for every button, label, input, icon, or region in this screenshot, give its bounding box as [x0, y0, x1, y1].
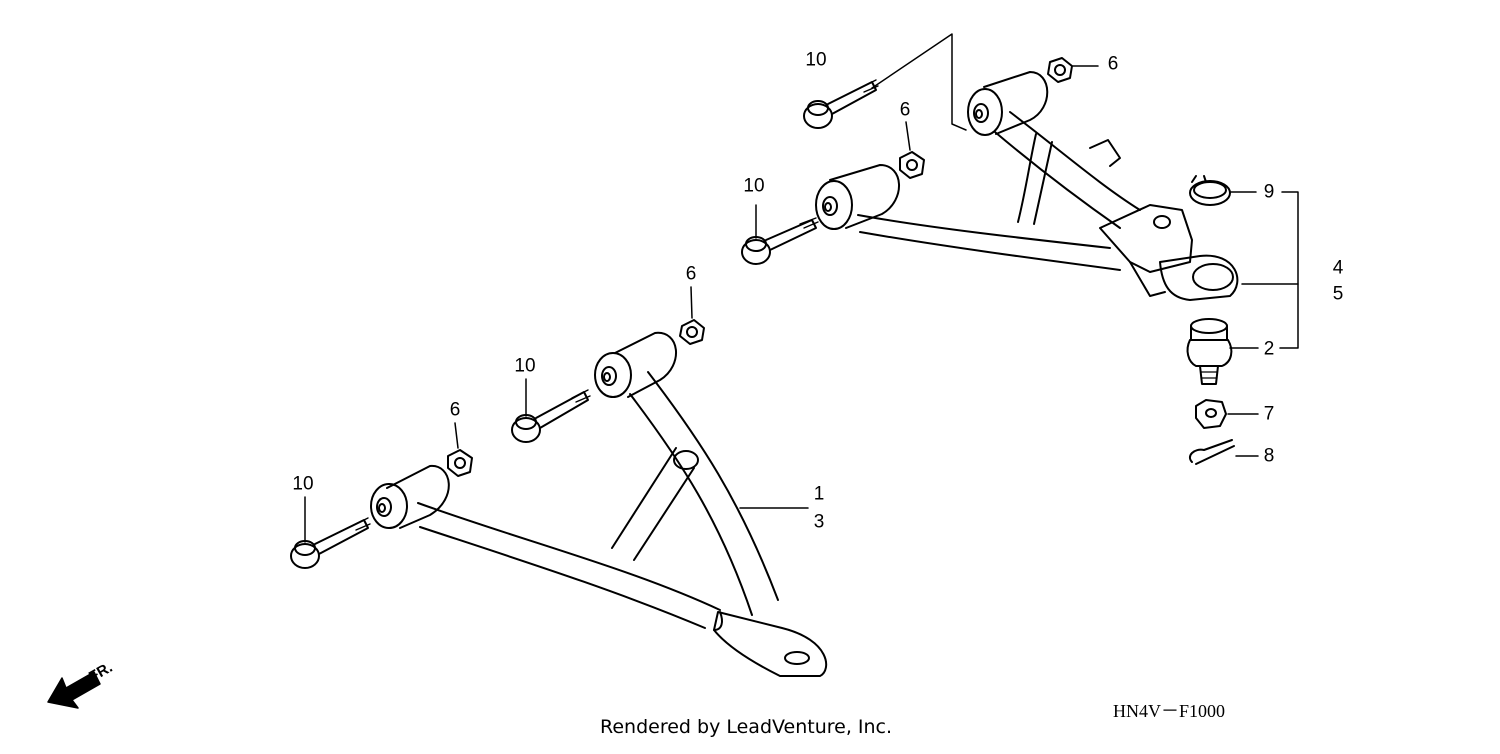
ball-joint[interactable]	[1186, 318, 1233, 385]
flange-bolt[interactable]	[741, 217, 819, 265]
bolt-group	[290, 79, 879, 569]
flange-bolt[interactable]	[803, 79, 879, 129]
callout-8[interactable]: 8	[1263, 445, 1275, 467]
callout-6-upper[interactable]: 6	[899, 99, 911, 121]
callout-6-middle[interactable]: 6	[685, 263, 697, 285]
callout-1[interactable]: 1	[813, 483, 825, 505]
castle-nut[interactable]	[1195, 399, 1227, 429]
flange-nut[interactable]	[899, 151, 925, 179]
flange-nut[interactable]	[679, 319, 705, 345]
callout-2[interactable]: 2	[1263, 338, 1275, 360]
upper-arm[interactable]	[815, 71, 1239, 301]
callout-4[interactable]: 4	[1332, 257, 1344, 279]
nut-group	[447, 57, 1073, 477]
arrow-icon	[47, 671, 101, 709]
flange-bolt[interactable]	[290, 517, 371, 569]
callout-10-middle[interactable]: 10	[514, 355, 536, 377]
callout-10-upper[interactable]: 10	[743, 175, 765, 197]
callout-10-top[interactable]: 10	[805, 49, 827, 71]
credit-text: Rendered by LeadVenture, Inc.	[600, 716, 893, 738]
callout-6-top[interactable]: 6	[1107, 53, 1119, 75]
flange-nut[interactable]	[1047, 57, 1073, 83]
leader-lines	[304, 33, 1299, 543]
flange-nut[interactable]	[447, 449, 473, 477]
callout-9[interactable]: 9	[1263, 181, 1275, 203]
callout-10-lower[interactable]: 10	[292, 473, 314, 495]
snap-ring[interactable]	[1189, 175, 1231, 206]
callout-7[interactable]: 7	[1263, 403, 1275, 425]
callout-3[interactable]: 3	[813, 511, 825, 533]
callout-5[interactable]: 5	[1332, 283, 1344, 305]
callout-6-lower[interactable]: 6	[449, 399, 461, 421]
lower-arm[interactable]	[370, 331, 828, 677]
diagram-code: HN4V－F1000	[1113, 701, 1226, 721]
cotter-pin[interactable]	[1188, 439, 1235, 465]
flange-bolt[interactable]	[511, 389, 591, 443]
